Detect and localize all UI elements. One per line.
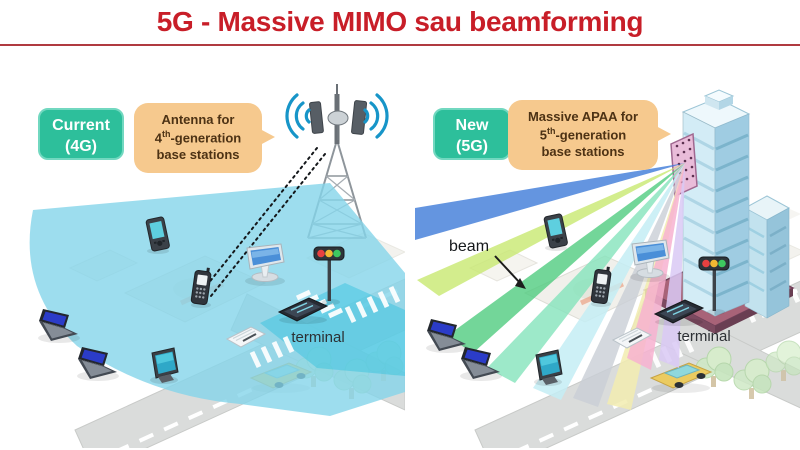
beam-fan bbox=[415, 163, 685, 410]
coverage-sector bbox=[29, 183, 405, 416]
callout-text: Antenna for bbox=[161, 112, 235, 127]
terminal-label: terminal bbox=[677, 328, 731, 345]
callout-antenna-4g: Antenna for 4th-generation base stations bbox=[134, 103, 275, 173]
callout-text: -generation bbox=[170, 130, 242, 146]
callout-text: -generation bbox=[555, 127, 627, 143]
tablet-icon bbox=[149, 347, 179, 385]
diagram-5g bbox=[415, 89, 800, 448]
link-dashed-lines bbox=[202, 147, 326, 297]
badge-line1: Current bbox=[52, 117, 110, 134]
terminal-label: terminal bbox=[291, 329, 345, 346]
callout-sup: th bbox=[546, 125, 556, 136]
badge-new-5g: New (5G) bbox=[433, 108, 511, 160]
callout-apaa-5g: Massive APAA for 5th-generation base sta… bbox=[508, 100, 671, 170]
callout-text: Massive APAA for bbox=[527, 109, 639, 124]
beam-label: beam bbox=[449, 238, 490, 255]
skyscraper bbox=[681, 89, 791, 319]
diagram-4g bbox=[29, 84, 405, 448]
callout-text: 4 bbox=[154, 130, 162, 146]
callout-text: 5 bbox=[539, 127, 547, 143]
beam-mint bbox=[487, 163, 685, 383]
badge-line1: New bbox=[455, 117, 489, 134]
beam-arrow bbox=[494, 255, 526, 289]
badge-current-4g: Current (4G) bbox=[38, 108, 124, 160]
callout-text: base stations bbox=[541, 144, 625, 160]
beam-blue bbox=[415, 163, 685, 240]
badge-line2: (5G) bbox=[456, 138, 488, 156]
slide-title: 5G - Massive MIMO sau beamforming bbox=[156, 6, 644, 37]
title-underline bbox=[0, 44, 800, 46]
beam-gray bbox=[573, 163, 685, 407]
callout-text: base stations bbox=[156, 147, 240, 163]
wifi-waves-icon bbox=[285, 93, 389, 139]
tablet-icon bbox=[533, 349, 563, 387]
callout-sup: th bbox=[161, 128, 171, 139]
beam-green bbox=[447, 163, 685, 353]
beam-pink bbox=[627, 163, 685, 370]
badge-line2: (4G) bbox=[65, 138, 97, 156]
